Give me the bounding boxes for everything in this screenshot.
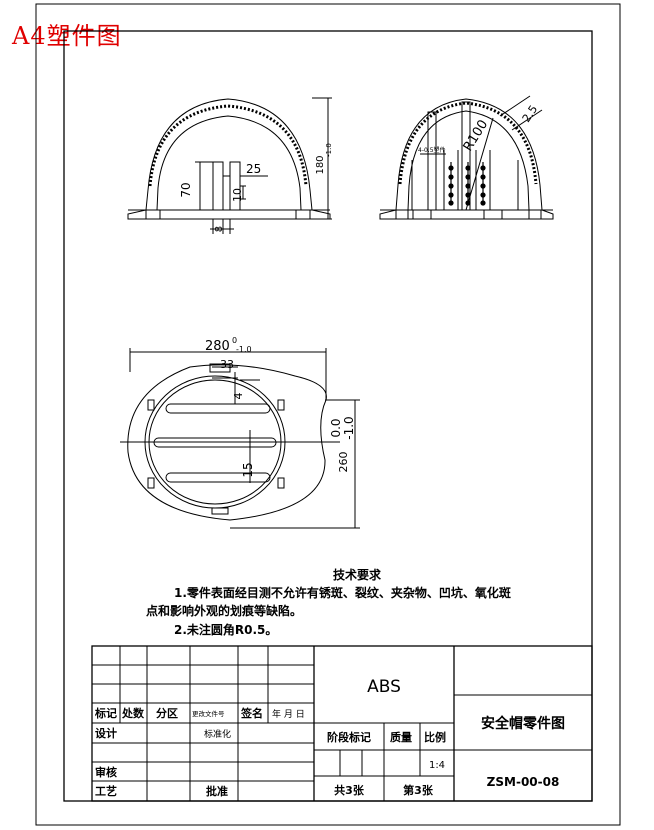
dim-4-label: 4 (232, 393, 245, 400)
label-mark: 标记 (94, 706, 117, 720)
dim-260-tol-lower: -1.0 (342, 416, 356, 439)
tech-requirement-1-cont: 点和影响外观的划痕等缺陷。 (146, 604, 303, 618)
sheet-number-value: 第3张 (403, 783, 434, 797)
label-stage: 阶段标记 (327, 730, 371, 744)
title-block-labels: 标记 处数 分区 更改文件号 签名 年 月 日 设计 标准化 审核 工艺 批准 … (94, 706, 446, 798)
dim-8-label: 8 (214, 226, 225, 232)
drawing-code-value: ZSM-00-08 (487, 775, 560, 789)
dim-180-tolerance: -1.0 (325, 143, 333, 157)
dim-33-label: 33 (220, 358, 234, 371)
dim-10-label: 10 (231, 188, 244, 202)
dim-180-label: 180 (315, 155, 326, 174)
side-inner-shell (407, 110, 530, 211)
label-approve: 批准 (206, 784, 228, 798)
material-value: ABS (367, 677, 401, 697)
dim-70-label: 70 (179, 182, 193, 197)
tech-requirement-1: 1.零件表面经目测不允许有锈斑、裂纹、夹杂物、凹坑、氧化斑 (174, 586, 511, 600)
dim-15-label: 15 (241, 462, 255, 477)
label-process: 工艺 (95, 784, 117, 798)
side-section-view (379, 95, 554, 220)
dim-280-label: 280 (205, 339, 230, 354)
front-liner-hatch (148, 104, 308, 187)
label-mass: 质量 (390, 730, 412, 744)
dim-r100-label: R100 (461, 117, 492, 154)
dim-2-5-label: 2.5 (520, 103, 541, 125)
dim-280-tol-upper: 0 (232, 336, 237, 345)
label-ratio: 比例 (424, 730, 446, 744)
label-change-doc: 更改文件号 (192, 709, 225, 718)
label-count: 处数 (121, 706, 145, 720)
side-outer-shell (379, 98, 554, 220)
sheets-total-value: 共3张 (334, 783, 365, 797)
label-zone: 分区 (156, 706, 178, 720)
side-note-label: 4-0.5塑件 (418, 146, 446, 154)
tech-requirement-2: 2.未注圆角R0.5。 (174, 623, 278, 637)
part-name-value: 安全帽零件图 (481, 715, 565, 732)
front-inner-shell (156, 115, 302, 211)
side-liner-hatch (398, 101, 538, 185)
sheet-header-title: A4塑件图 (12, 22, 122, 50)
label-date: 年 月 日 (272, 708, 305, 720)
dim-260-tol-upper: 0.0 (329, 418, 343, 437)
scale-value: 1:4 (429, 760, 445, 771)
label-design: 设计 (95, 726, 117, 740)
dim-25-label: 25 (246, 162, 261, 176)
label-standard: 标准化 (204, 728, 231, 740)
title-block (91, 645, 593, 802)
front-section-view (127, 97, 332, 234)
front-outer-shell (127, 98, 331, 220)
tech-requirements-title: 技术要求 (333, 568, 382, 582)
label-review: 审核 (95, 765, 117, 779)
plan-outer-contour (127, 364, 327, 521)
label-sign: 签名 (240, 706, 263, 720)
dim-260-label: 260 (337, 452, 350, 473)
sheet-outer-border (35, 3, 621, 826)
side-screw-ribs (448, 162, 486, 206)
dim-280-tol-lower: -1.0 (236, 345, 252, 354)
plan-view (120, 348, 360, 529)
